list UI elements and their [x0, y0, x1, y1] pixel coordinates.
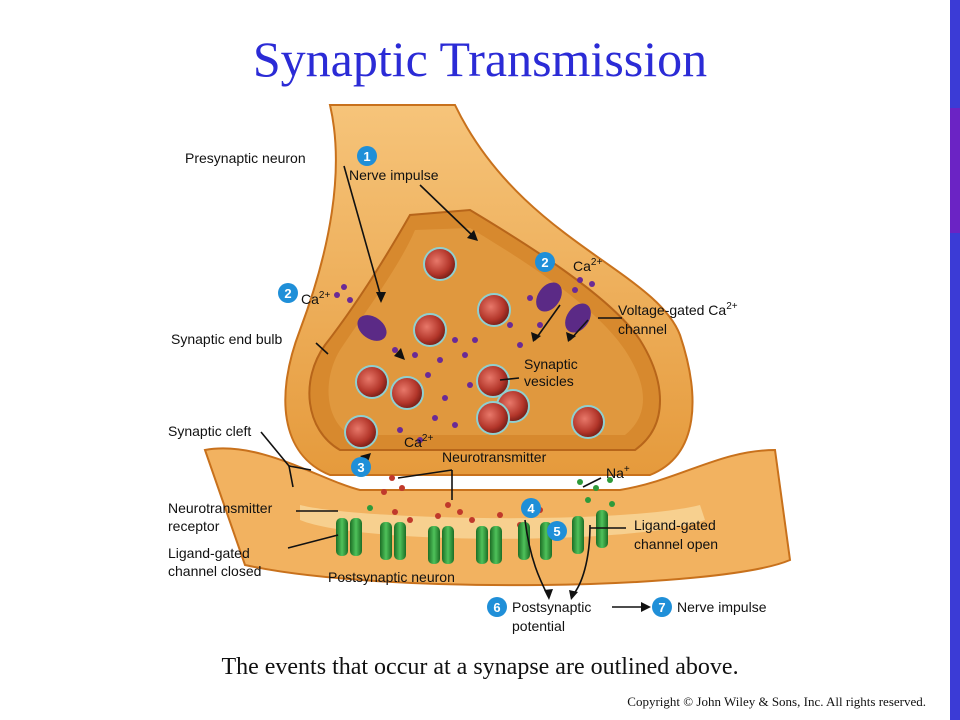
svg-text:4: 4 [527, 501, 535, 516]
page-title: Synaptic Transmission [252, 31, 708, 87]
calcium-ions [334, 277, 595, 443]
step-badge: 7 [652, 597, 672, 617]
ligand-gated-channels [336, 510, 608, 564]
copyright-notice: Copyright © John Wiley & Sons, Inc. All … [627, 694, 926, 709]
synaptic-vesicles [344, 247, 605, 449]
label-nt-receptor: Neurotransmitter [168, 500, 273, 516]
label-synaptic-vesicles: Synaptic [524, 356, 578, 372]
sodium-ions [367, 477, 615, 511]
svg-text:3: 3 [357, 460, 364, 475]
arrowheads [360, 230, 651, 612]
label-ca-left: Ca2+ [301, 290, 330, 307]
svg-text:2: 2 [284, 286, 291, 301]
svg-text:5: 5 [553, 524, 560, 539]
label-ligand-closed-2: channel closed [168, 563, 261, 579]
label-ca-right: Ca2+ [573, 257, 602, 274]
label-voltage-gated-channel: Voltage-gated Ca2+ [618, 301, 738, 318]
label-ligand-open: Ligand-gated [634, 517, 716, 533]
label-nt-receptor-2: receptor [168, 518, 220, 534]
label-ca-lower: Ca2+ [404, 433, 433, 450]
step-badge: 2 [278, 283, 298, 303]
label-postsynaptic-neuron: Postsynaptic neuron [328, 569, 455, 585]
caption: The events that occur at a synapse are o… [221, 654, 739, 680]
label-nerve-impulse-2: Nerve impulse [677, 599, 767, 615]
step-badge: 1 [357, 146, 377, 166]
svg-text:7: 7 [658, 600, 665, 615]
label-synaptic-cleft: Synaptic cleft [168, 423, 251, 439]
svg-text:2: 2 [541, 255, 548, 270]
voltage-gated-channels [357, 282, 591, 341]
label-nerve-impulse: Nerve impulse [349, 167, 439, 183]
step-badge: 5 [547, 521, 567, 541]
label-synaptic-end-bulb: Synaptic end bulb [171, 331, 283, 347]
step-badge: 4 [521, 498, 541, 518]
svg-text:6: 6 [493, 600, 500, 615]
svg-text:1: 1 [363, 149, 370, 164]
label-neurotransmitter: Neurotransmitter [442, 449, 547, 465]
label-voltage-gated-channel-2: channel [618, 321, 667, 337]
label-ligand-open-2: channel open [634, 536, 718, 552]
slide-edge-accent [950, 108, 960, 233]
label-presynaptic-neuron: Presynaptic neuron [185, 150, 306, 166]
step-badge: 2 [535, 252, 555, 272]
step-badge: 6 [487, 597, 507, 617]
label-synaptic-vesicles-2: vesicles [524, 373, 574, 389]
label-na: Na+ [606, 464, 630, 481]
label-ligand-closed: Ligand-gated [168, 545, 250, 561]
slide-edge-bar [950, 0, 960, 720]
label-postsynaptic-potential-2: potential [512, 618, 565, 634]
label-postsynaptic-potential: Postsynaptic [512, 599, 591, 615]
step-badge: 3 [351, 457, 371, 477]
